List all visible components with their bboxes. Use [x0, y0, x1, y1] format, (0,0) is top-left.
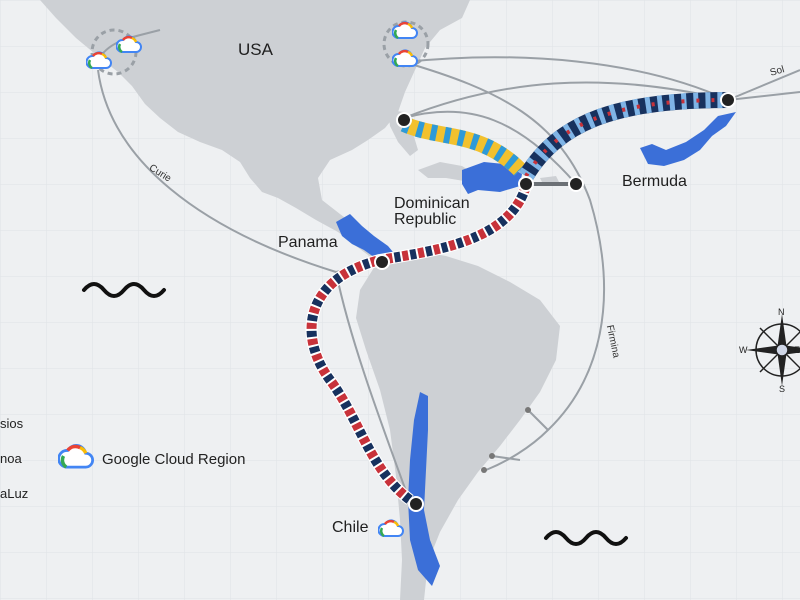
label-chile: Chile — [332, 519, 369, 536]
landing-point-brazil-2[interactable] — [489, 453, 495, 459]
label-bermuda: Bermuda — [622, 173, 687, 190]
landing-point-florida[interactable] — [396, 112, 412, 128]
compass-e: E — [794, 345, 800, 355]
compass-n: N — [778, 307, 785, 317]
landmass-panama[interactable] — [336, 214, 398, 266]
cable-lines — [97, 29, 800, 503]
legend-cloud-icon — [58, 444, 94, 469]
landmass-dominican-republic[interactable] — [462, 162, 522, 194]
cloud-region-icon[interactable] — [392, 20, 418, 40]
cable-north-link[interactable] — [403, 56, 729, 101]
cable-pattern-yellow — [400, 116, 526, 176]
landmass-bermuda[interactable] — [640, 112, 736, 166]
compass-rose — [746, 314, 800, 386]
compass-w: W — [739, 345, 748, 355]
cable-sol[interactable] — [403, 81, 729, 119]
label-usa: USA — [238, 40, 273, 59]
label-dominican-line2: Republic — [394, 211, 457, 228]
landing-point-panama[interactable] — [374, 254, 390, 270]
label-panama: Panama — [278, 234, 338, 251]
cable-curie[interactable] — [97, 69, 381, 274]
cloud-region-icon[interactable] — [378, 518, 404, 538]
cable-firmina-branch-2[interactable] — [491, 455, 521, 461]
cloud-region-icon[interactable] — [392, 48, 418, 68]
landmass-chile[interactable] — [408, 392, 440, 586]
legend-item-1: sios — [0, 416, 24, 431]
legend-google-cloud-region: Google Cloud Region — [102, 451, 246, 468]
landing-point-uruguay[interactable] — [481, 467, 487, 473]
legend-item-2: noa — [0, 451, 22, 466]
cable-us-east[interactable] — [403, 110, 577, 185]
compass-s: S — [779, 384, 786, 394]
wave-symbol-east — [544, 530, 628, 546]
landmass-north-america — [40, 0, 470, 258]
landing-points — [374, 92, 736, 512]
cloud-region-icon[interactable] — [116, 34, 142, 54]
cable-pattern-bermuda — [519, 92, 729, 181]
landing-point-dominican[interactable] — [518, 176, 534, 192]
landing-point-brazil-1[interactable] — [525, 407, 531, 413]
landmass-florida — [388, 110, 418, 156]
cloud-region-icon[interactable] — [86, 50, 112, 70]
landmass-south-america — [356, 250, 560, 600]
landing-point-bermuda[interactable] — [720, 92, 736, 108]
cable-firmina[interactable] — [403, 61, 605, 471]
cable-firmina-branch[interactable] — [527, 409, 549, 431]
wave-symbol-west — [82, 282, 166, 298]
landing-point-chile[interactable] — [408, 496, 424, 512]
cable-sol-east[interactable] — [727, 69, 800, 101]
label-dominican-line1: Dominican — [394, 195, 470, 212]
label-dominican-republic: Dominican Republic — [394, 196, 470, 228]
cable-sol-east-2[interactable] — [727, 91, 800, 101]
cable-curie-south[interactable] — [335, 271, 411, 503]
landing-point-puerto-rico[interactable] — [568, 176, 584, 192]
legend-item-3: aLuz — [0, 486, 29, 501]
cable-pattern-chile — [305, 183, 532, 505]
